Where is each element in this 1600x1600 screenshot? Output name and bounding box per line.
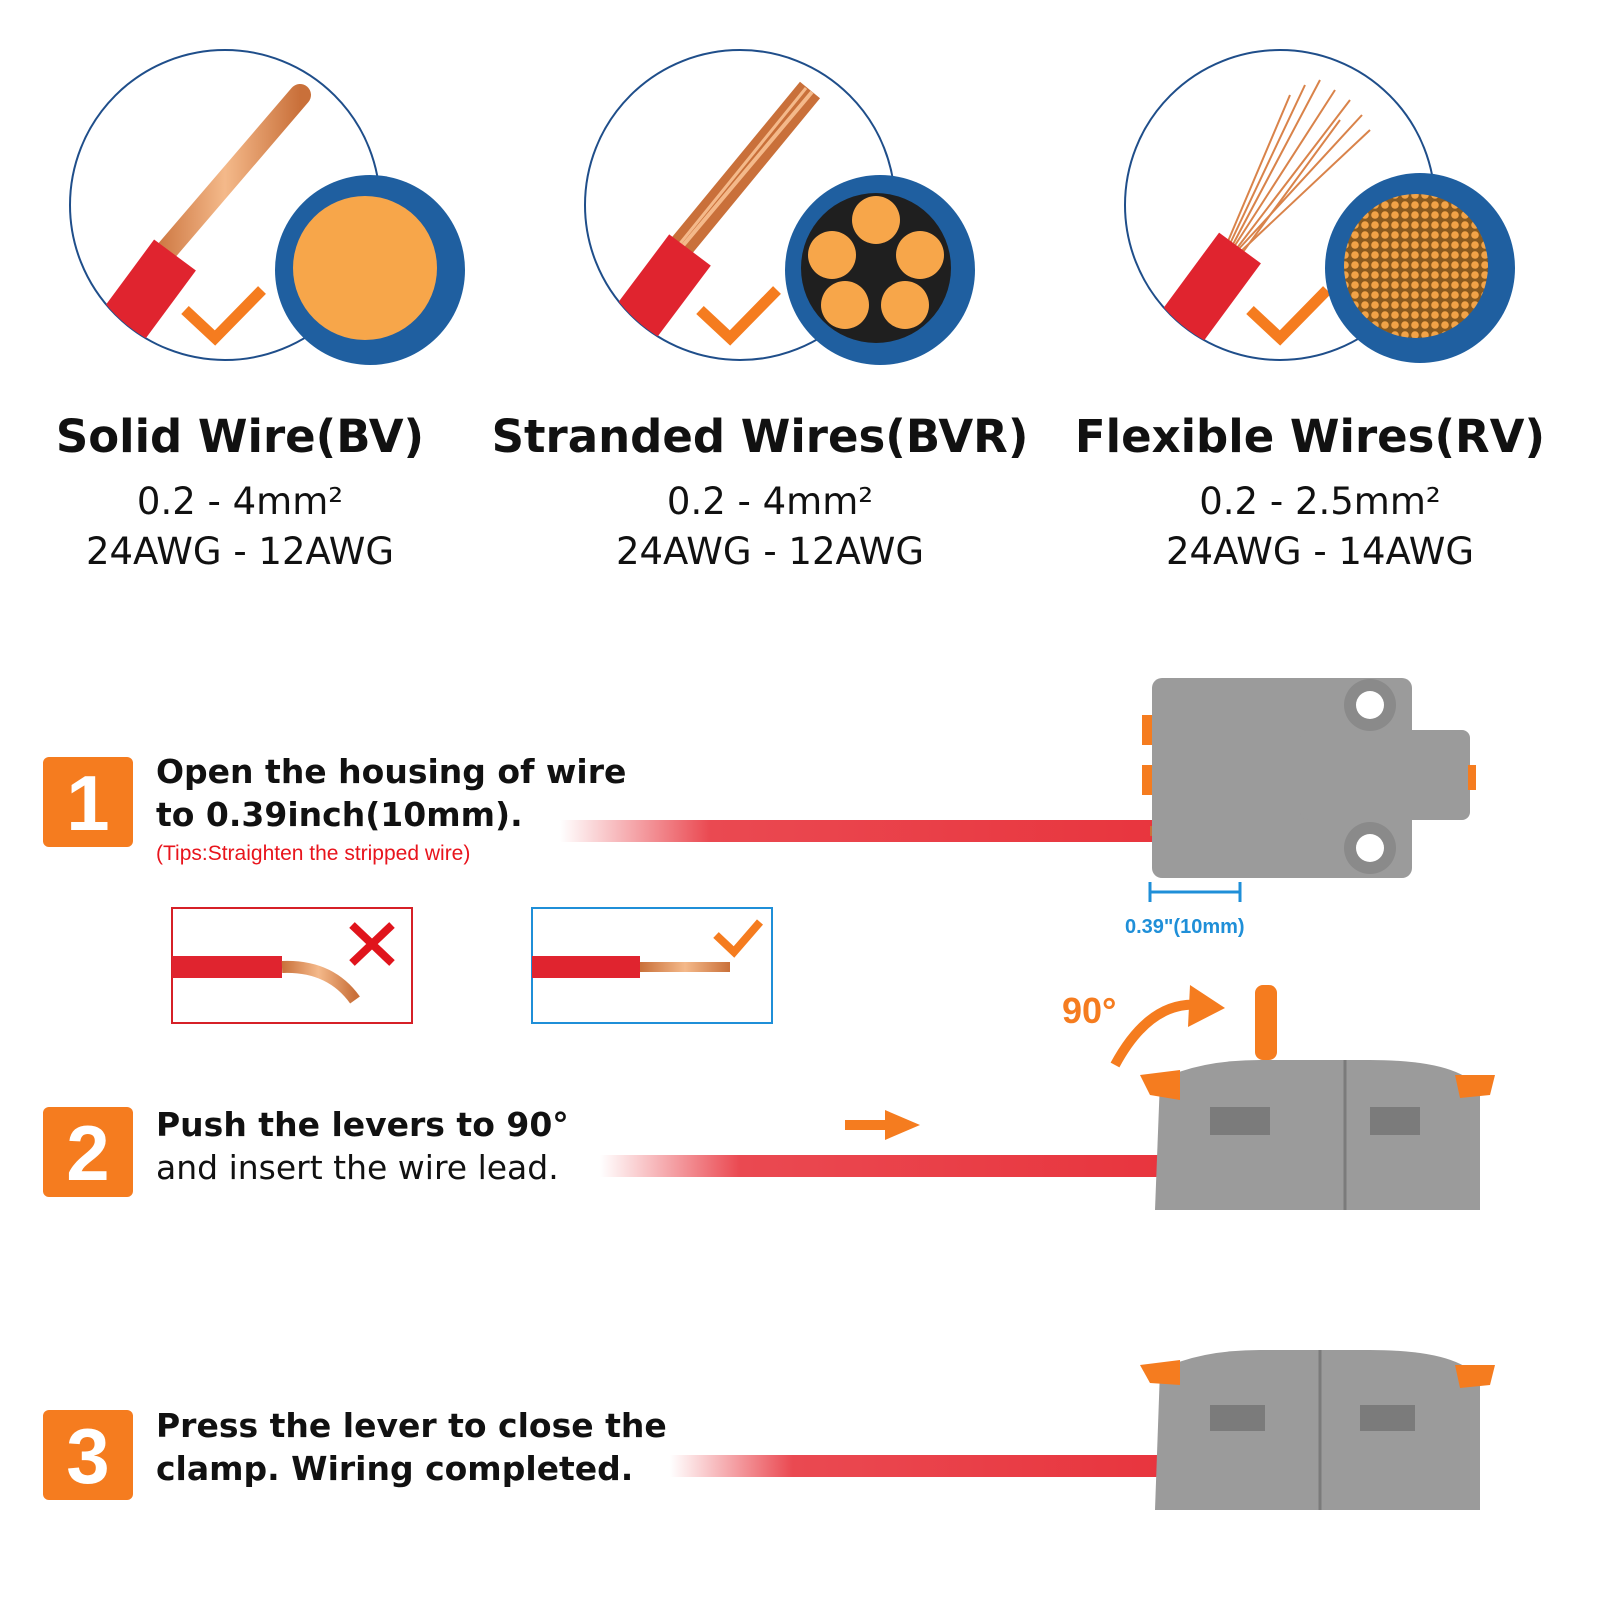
- wire-type-awg-stranded: 24AWG - 12AWG: [615, 530, 925, 573]
- step-3-line2: clamp. Wiring completed.: [156, 1449, 634, 1488]
- correct-strip-example: [531, 907, 773, 1024]
- wire-type-title-stranded: Stranded Wires(BVR): [491, 410, 1029, 463]
- step2-illustration: [600, 985, 1495, 1210]
- step1-illustration: [560, 678, 1476, 902]
- wire-type-awg-solid: 24AWG - 12AWG: [85, 530, 395, 573]
- cross-icon: [349, 922, 395, 966]
- check-icon: [696, 286, 781, 346]
- step-1-line1: Open the housing of wire: [156, 752, 627, 791]
- step-3-badge: 3: [43, 1410, 133, 1500]
- step-2-text: Push the levers to 90° and insert the wi…: [156, 1103, 569, 1189]
- lever-angle-label: 90°: [1062, 990, 1117, 1031]
- curved-arrow-icon: [1110, 999, 1201, 1068]
- step-3-line1: Press the lever to close the: [156, 1406, 667, 1445]
- step-2-line1: Push the levers to 90°: [156, 1105, 569, 1144]
- step-2-badge: 2: [43, 1107, 133, 1197]
- check-icon: [181, 286, 266, 346]
- wire-type-awg-flexible: 24AWG - 14AWG: [1165, 530, 1475, 573]
- wire-type-mm2-solid: 0.2 - 4mm²: [136, 480, 344, 523]
- wire-type-mm2-flexible: 0.2 - 2.5mm²: [1199, 480, 1441, 523]
- stranded-wire-illustration: [584, 49, 975, 365]
- wire-type-title-solid: Solid Wire(BV): [55, 410, 425, 463]
- step-1-text: Open the housing of wire to 0.39inch(10m…: [156, 750, 626, 836]
- arrow-right-icon: [885, 1110, 920, 1140]
- wire-type-mm2-stranded: 0.2 - 4mm²: [666, 480, 874, 523]
- incorrect-strip-example: [171, 907, 413, 1024]
- check-icon: [713, 919, 764, 958]
- flexible-wire-illustration: [1124, 49, 1515, 363]
- strip-length-label: 0.39"(10mm): [1125, 916, 1245, 938]
- step-3-text: Press the lever to close the clamp. Wiri…: [156, 1404, 667, 1490]
- step-1-badge: 1: [43, 757, 133, 847]
- solid-wire-illustration: [69, 49, 465, 365]
- check-icon: [1246, 286, 1331, 346]
- step-1-line2: to 0.39inch(10mm).: [156, 795, 523, 834]
- step-2-line2: and insert the wire lead.: [156, 1148, 559, 1187]
- wire-type-title-flexible: Flexible Wires(RV): [1074, 410, 1546, 463]
- step-1-tip: (Tips:Straighten the stripped wire): [156, 842, 471, 865]
- step3-illustration: [670, 1350, 1495, 1510]
